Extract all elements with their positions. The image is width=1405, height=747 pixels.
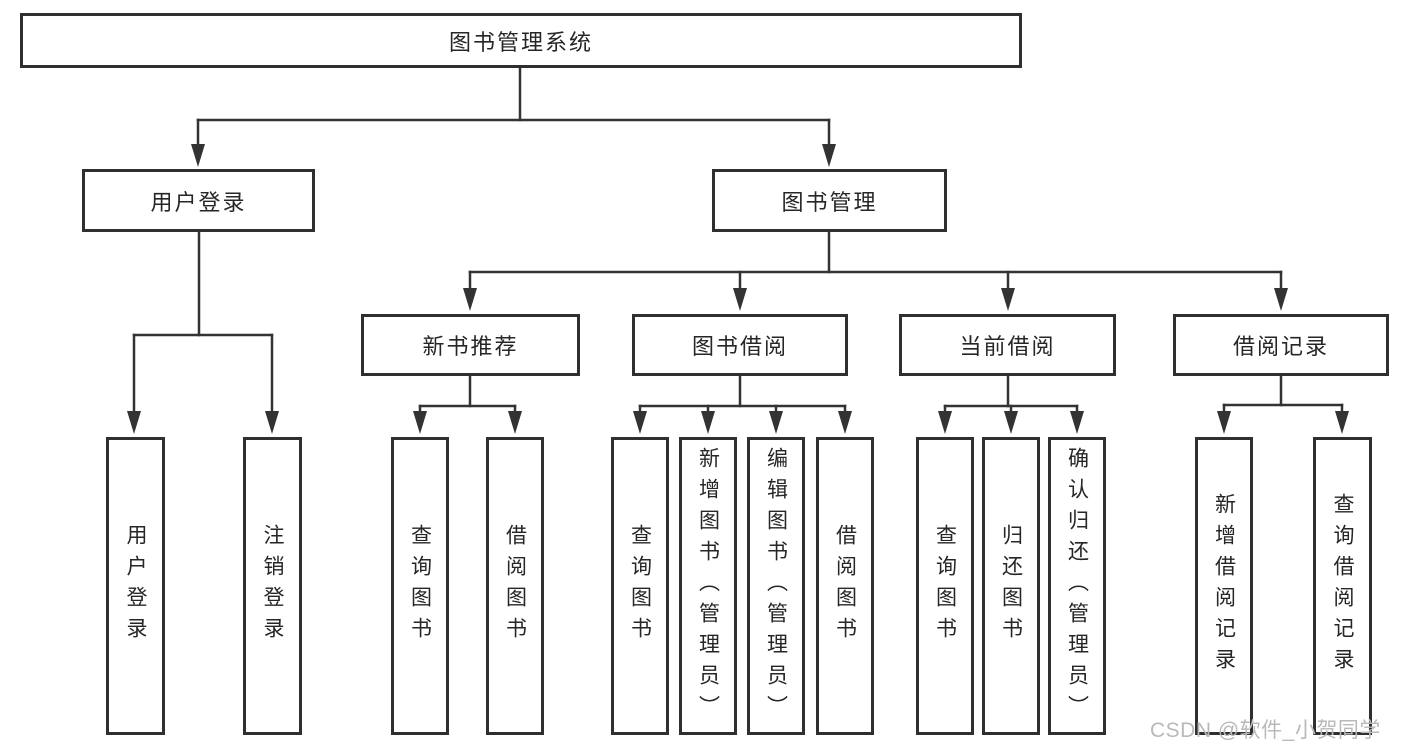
arrowhead-icon (938, 411, 952, 434)
watermark: CSDN @软件_小贺同学 (1150, 719, 1381, 742)
leaf-current-confirm-return-label: 确认归还（管理员） (1065, 446, 1089, 726)
connector-current-borrow-to-leaves (938, 374, 1084, 434)
arrowhead-icon (701, 411, 715, 434)
node-borrow-records-label: 借阅记录 (1232, 334, 1329, 359)
node-user-login-label: 用户登录 (150, 189, 247, 215)
leaf-records-add-record: 新增借阅记录 (1195, 437, 1253, 735)
node-new-book-recommend: 新书推荐 (361, 314, 580, 376)
arrowhead-icon (633, 411, 647, 434)
arrowhead-icon (127, 411, 141, 434)
arrowhead-icon (1217, 411, 1231, 434)
arrowhead-icon (1274, 288, 1288, 311)
node-book-management-label: 图书管理 (781, 189, 878, 215)
leaf-borrow-edit-books-label: 编辑图书（管理员） (764, 446, 788, 726)
node-current-borrow-label: 当前借阅 (959, 334, 1056, 359)
arrowhead-icon (769, 411, 783, 434)
node-user-login: 用户登录 (82, 169, 315, 232)
arrowhead-icon (191, 144, 205, 167)
leaf-logout-label: 注销登录 (261, 524, 284, 648)
connector-borrow-records-to-leaves (1217, 374, 1349, 434)
arrowhead-icon (463, 288, 477, 311)
connector-new-book-recommend-to-leaves (413, 374, 522, 434)
connector-user-login-to-leaves (127, 230, 279, 434)
connector-book-management-to-level3 (463, 230, 1288, 311)
leaf-current-query-books: 查询图书 (916, 437, 974, 735)
leaf-borrow-query-books: 查询图书 (611, 437, 669, 735)
leaf-borrow-add-books-label: 新增图书（管理员） (696, 446, 720, 726)
leaf-user-login: 用户登录 (106, 437, 165, 735)
leaf-recommend-borrow-books-label: 借阅图书 (503, 524, 527, 648)
arrowhead-icon (1070, 411, 1084, 434)
arrowhead-icon (265, 411, 279, 434)
leaf-current-confirm-return: 确认归还（管理员） (1048, 437, 1106, 735)
arrowhead-icon (822, 144, 836, 167)
node-borrow-records: 借阅记录 (1173, 314, 1389, 376)
leaf-borrow-query-books-label: 查询图书 (628, 524, 652, 648)
leaf-recommend-query-books: 查询图书 (391, 437, 449, 735)
node-book-borrow-label: 图书借阅 (691, 334, 788, 359)
node-current-borrow: 当前借阅 (899, 314, 1116, 376)
leaf-borrow-borrow-books-label: 借阅图书 (833, 524, 857, 648)
leaf-records-query-record: 查询借阅记录 (1313, 437, 1372, 735)
arrowhead-icon (1335, 411, 1349, 434)
leaf-current-return-books: 归还图书 (982, 437, 1040, 735)
leaf-borrow-edit-books: 编辑图书（管理员） (747, 437, 805, 735)
arrowhead-icon (733, 288, 747, 311)
arrowhead-icon (1004, 411, 1018, 434)
leaf-current-return-books-label: 归还图书 (999, 524, 1023, 648)
leaf-records-query-record-label: 查询借阅记录 (1331, 493, 1354, 679)
arrowhead-icon (838, 411, 852, 434)
arrowhead-icon (413, 411, 427, 434)
arrowhead-icon (1001, 288, 1015, 311)
leaf-current-query-books-label: 查询图书 (933, 524, 957, 648)
leaf-records-add-record-label: 新增借阅记录 (1212, 493, 1236, 679)
connector-book-borrow-to-leaves (633, 374, 852, 434)
arrowhead-icon (508, 411, 522, 434)
leaf-borrow-add-books: 新增图书（管理员） (679, 437, 737, 735)
node-book-management: 图书管理 (712, 169, 947, 232)
leaf-borrow-borrow-books: 借阅图书 (816, 437, 874, 735)
leaf-logout: 注销登录 (243, 437, 302, 735)
node-new-book-recommend-label: 新书推荐 (422, 334, 519, 359)
leaf-recommend-query-books-label: 查询图书 (408, 524, 432, 648)
node-book-borrow: 图书借阅 (632, 314, 848, 376)
node-root: 图书管理系统 (20, 13, 1022, 68)
leaf-user-login-label: 用户登录 (124, 524, 147, 648)
leaf-recommend-borrow-books: 借阅图书 (486, 437, 544, 735)
connector-root-to-level2 (191, 65, 836, 167)
node-root-label: 图书管理系统 (448, 29, 593, 55)
